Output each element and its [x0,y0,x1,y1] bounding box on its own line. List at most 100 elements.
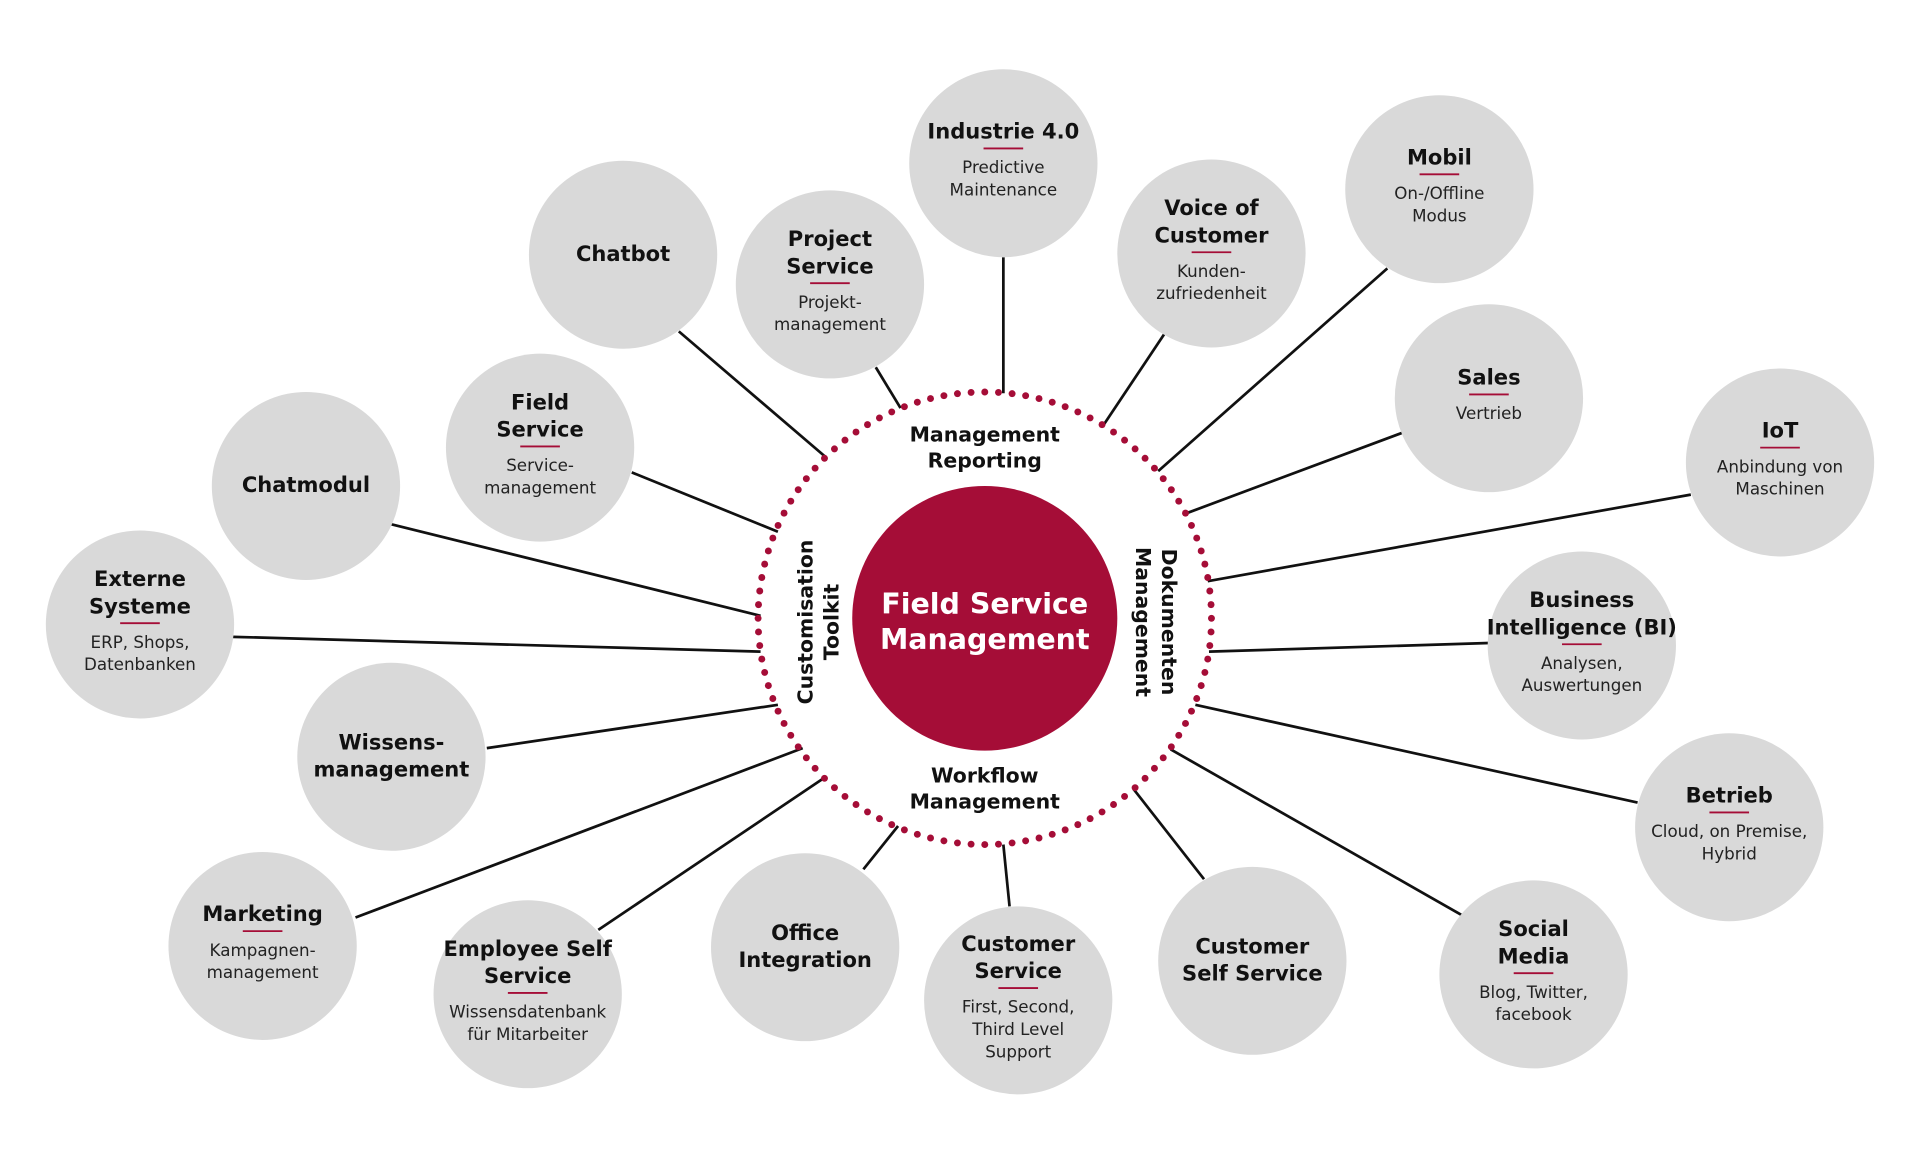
ring-dot [888,821,896,829]
node-circle [1635,733,1824,922]
connector-line [1157,267,1389,473]
ring-dot [761,560,769,568]
ring-dot [764,547,772,555]
ring-dot [1175,731,1183,739]
node-wissens-management[interactable]: Wissens-management [297,662,486,851]
node-circle [1487,551,1676,740]
ring-dot [1074,821,1082,829]
node-title: Field [511,389,569,414]
node-chatmodul[interactable]: Chatmodul [211,391,401,580]
node-title: Service [496,417,583,442]
ring-dot [1188,521,1195,529]
ring-dot [1121,436,1129,444]
connector-line [1186,431,1403,515]
node-title: Chatmodul [242,472,370,497]
ring-dot [1035,395,1043,403]
node-circle [711,853,900,1042]
center-hub [852,485,1118,751]
node-title: Wissens- [338,729,444,754]
ring-dot [1035,834,1043,842]
ring-dot [780,509,788,517]
node-title: Service [484,963,571,988]
ring-dot [1008,390,1016,398]
ring-dot [1022,392,1030,400]
ring-dot [864,421,871,429]
ring-dot [841,792,849,800]
node-subtitle: Hybrid [1702,843,1757,863]
ring-label-bottom-2: Management [910,790,1061,814]
ring-dot [774,521,782,529]
ring-dot [1193,695,1201,702]
node-title: Service [786,253,873,278]
center-title-line1: Field Service [881,587,1088,620]
node-chatbot[interactable]: Chatbot [528,160,718,349]
node-subtitle: management [207,962,319,982]
node-title: Self Service [1182,961,1323,986]
ring-dot [953,390,961,398]
ring-dot [1141,454,1149,462]
node-subtitle: Vertrieb [1456,403,1522,423]
ring-dot [802,754,810,762]
node-subtitle: Service- [506,455,574,475]
ring-dot [1110,428,1118,436]
node-subtitle: Cloud, on Premise, [1651,821,1807,841]
ring-dot [769,534,777,542]
ring-dot [821,454,828,462]
node-subtitle: On-/Offline [1394,183,1484,203]
ring-dot [769,695,777,702]
node-circle [168,851,357,1040]
ring-dot [754,614,762,622]
ring-dot [927,395,934,403]
node-subtitle: Wissensdatenbank [449,1002,606,1022]
connector-line [1101,333,1166,428]
ring-dot [1188,707,1195,715]
node-title: Media [1498,943,1570,968]
ring-dot [811,764,819,772]
ring-dot [1086,815,1094,823]
node-circle [45,530,235,719]
node-circle [211,391,401,580]
node-subtitle: Kampagnen- [210,940,316,960]
ring-dot [1167,486,1175,494]
connector-line [1195,703,1638,804]
ring-dot [1110,801,1118,808]
node-subtitle: Kunden- [1177,261,1246,281]
ring-dot [841,436,849,444]
ring-dot [1131,784,1139,792]
ring-dot [940,392,948,400]
ring-dot [888,408,896,416]
node-title: Systeme [89,593,191,618]
ring-dot [811,464,819,472]
node-title: Customer [1154,222,1269,247]
node-circle [924,906,1113,1095]
ring-dot [756,587,764,595]
node-title: management [314,757,470,782]
ring-dot [1008,839,1016,847]
node-circle [735,190,925,379]
ring-dot [756,642,764,650]
node-employee-self-service[interactable]: Employee SelfServiceWissensdatenbankfür … [433,900,622,1089]
connector-line [391,522,761,618]
node-subtitle: ERP, Shops, [91,632,190,652]
node-subtitle: Modus [1412,205,1467,225]
node-subtitle: Predictive [962,157,1044,177]
center-title-line2: Management [880,623,1090,656]
node-circle [1394,304,1584,493]
ring-dot [755,601,762,609]
node-title: Voice of [1164,195,1259,220]
